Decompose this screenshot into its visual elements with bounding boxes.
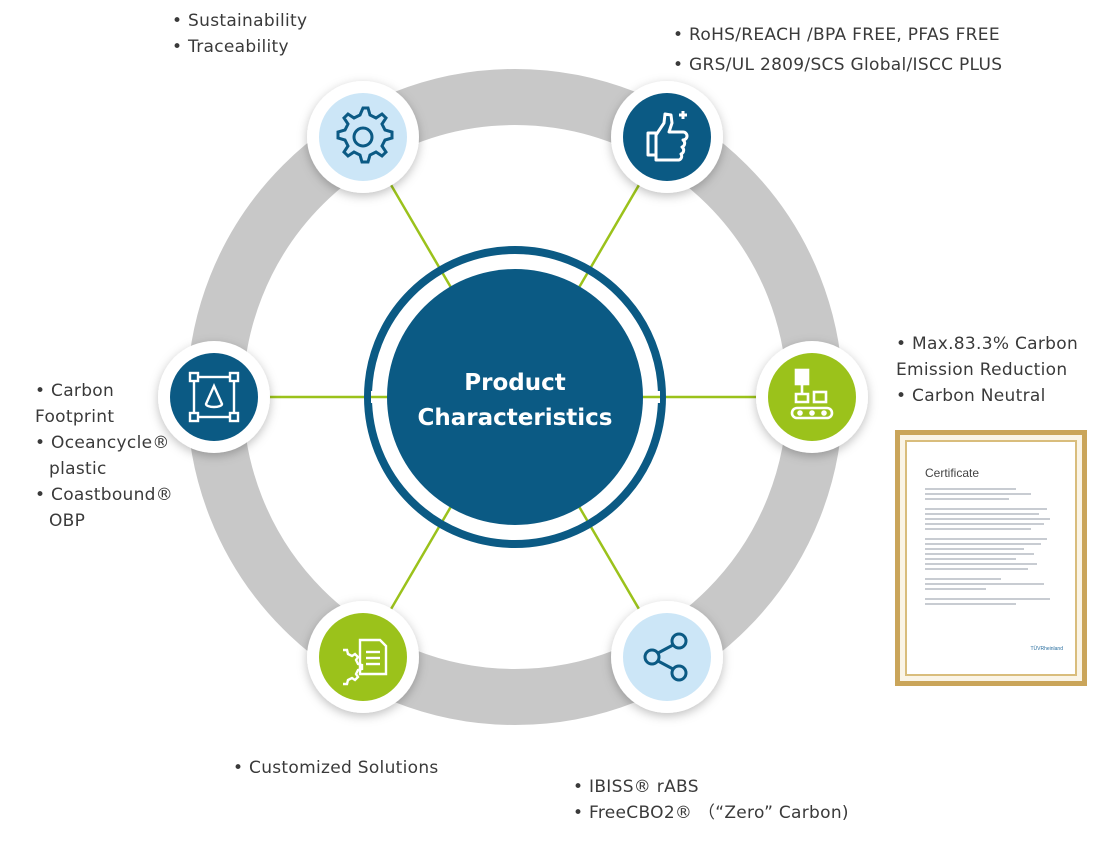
label-text: • Traceability bbox=[172, 37, 289, 57]
label-text: • Customized Solutions bbox=[233, 758, 439, 778]
thumbs-up-icon bbox=[646, 111, 689, 162]
share-icon bbox=[643, 632, 688, 682]
label-text: OBP bbox=[49, 511, 86, 531]
factory-conveyor-icon bbox=[790, 368, 834, 420]
certificate-logo: TÜVRheinland bbox=[1030, 646, 1063, 652]
label-text: • IBISS® rABS bbox=[573, 777, 699, 797]
node-customized-solutions bbox=[307, 601, 419, 713]
center-title-line1: Product bbox=[464, 370, 565, 396]
label-text: • GRS/UL 2809/SCS Global/ISCC PLUS bbox=[673, 55, 1003, 75]
label-text: • Oceancycle® bbox=[35, 433, 170, 453]
node-sustainability bbox=[307, 81, 419, 193]
document-gear-icon bbox=[343, 638, 388, 686]
label-text: • RoHS/REACH /BPA FREE, PFAS FREE bbox=[673, 25, 1000, 45]
node-carbon-reduction bbox=[756, 341, 868, 453]
gear-icon bbox=[336, 106, 394, 164]
label-text: • Coastbound® bbox=[35, 485, 174, 505]
label-left: • Carbon Footprint • Oceancycle® plastic… bbox=[35, 378, 173, 534]
label-text: • Sustainability bbox=[172, 11, 308, 31]
inner-ring bbox=[364, 246, 666, 548]
center-title-line2: Characteristics bbox=[418, 405, 613, 431]
label-bottom-left: • Customized Solutions bbox=[233, 755, 439, 781]
label-text: plastic bbox=[49, 459, 107, 479]
label-top-left: • Sustainability • Traceability bbox=[172, 8, 307, 60]
label-text: • Carbon Neutral bbox=[896, 386, 1046, 406]
label-text: • Carbon bbox=[35, 381, 115, 401]
center-circle bbox=[387, 269, 643, 525]
label-text: • Max.83.3% Carbon bbox=[896, 334, 1079, 354]
label-text: Footprint bbox=[35, 407, 115, 427]
certificate-image: Certificate TÜVRheinland bbox=[895, 430, 1087, 686]
label-text: • FreeCBO2® （“Zero” Carbon) bbox=[573, 803, 849, 823]
label-bottom-right: • IBISS® rABS • FreeCBO2® （“Zero” Carbon… bbox=[573, 774, 849, 826]
label-text: Emission Reduction bbox=[896, 360, 1068, 380]
label-right: • Max.83.3% Carbon Emission Reduction • … bbox=[896, 331, 1078, 409]
label-top-right: • RoHS/REACH /BPA FREE, PFAS FREE • GRS/… bbox=[673, 22, 1002, 78]
node-recycled-materials bbox=[611, 601, 723, 713]
node-certifications bbox=[611, 81, 723, 193]
node-carbon-footprint bbox=[158, 341, 270, 453]
bounding-box-icon bbox=[188, 371, 240, 423]
certificate-title: Certificate bbox=[925, 466, 980, 480]
